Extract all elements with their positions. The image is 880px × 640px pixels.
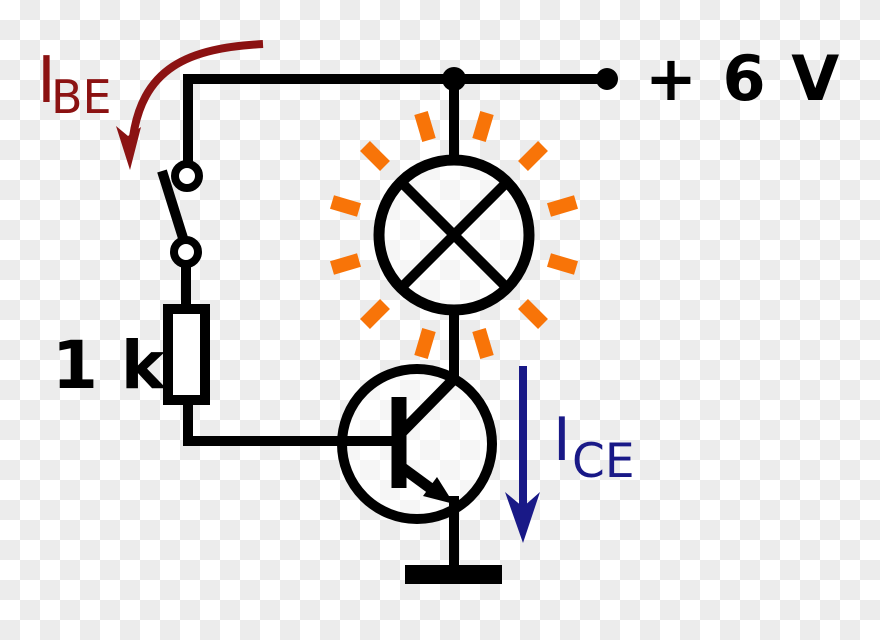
- top-rail-wire: [183, 74, 607, 164]
- collector-current-arrow-icon: [505, 366, 540, 543]
- base-current-arrow-icon: [116, 40, 264, 170]
- base-current-label: I: [37, 44, 56, 118]
- ground-icon: [405, 565, 502, 584]
- supply-voltage-label: + 6 V: [645, 42, 841, 115]
- lamp-icon: [373, 154, 535, 316]
- resistor-icon: [163, 304, 210, 405]
- resistor-to-base-wire: [183, 400, 392, 446]
- lamp-glow-rays-icon: [330, 111, 578, 359]
- collector-current-label: I: [553, 405, 571, 475]
- base-current-subscript: BE: [51, 70, 112, 124]
- collector-current-subscript: CE: [572, 434, 635, 489]
- emitter-arrowhead: [423, 477, 454, 504]
- resistor-value-label: 1 k: [52, 327, 167, 404]
- npn-transistor-icon: [391, 374, 459, 504]
- switch-icon: [157, 160, 203, 268]
- supply-terminal-dot: [596, 68, 618, 90]
- junction-dot: [442, 67, 466, 91]
